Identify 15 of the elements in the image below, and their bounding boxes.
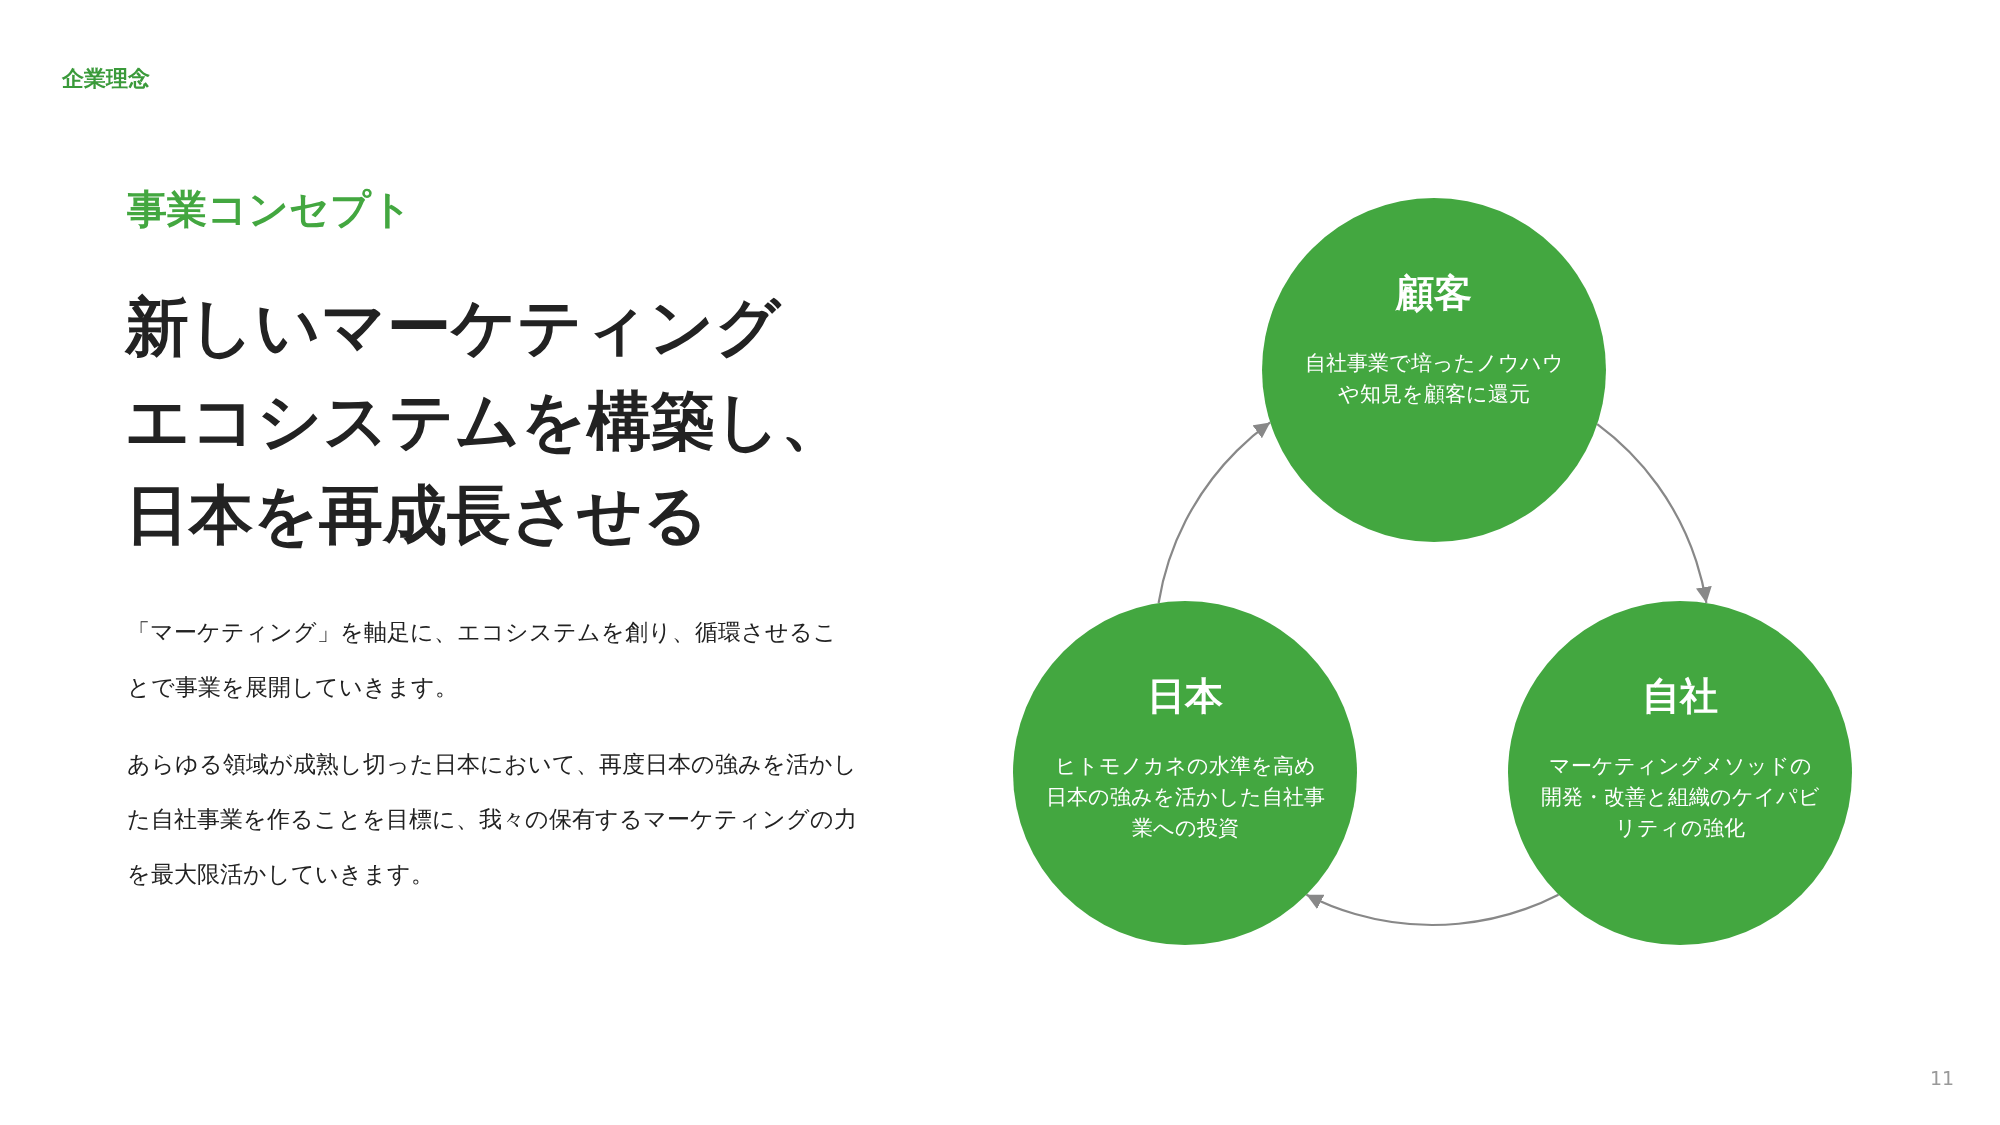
circle-heading: 日本 <box>1146 673 1224 720</box>
header-text: 企業理念 <box>62 65 150 93</box>
cycle-arrow <box>1306 893 1559 926</box>
body-paragraph: あらゆる領域が成熟し切った日本において、再度日本の強みを活かした自社事業を作ることを目標に、我々の保有するマーケティングの力を最大限活かしていきます。 <box>127 750 857 889</box>
circle-heading: 自社 <box>1641 673 1719 720</box>
page-number: 11 <box>1930 1067 1955 1089</box>
section-heading: 事業コンセプト <box>127 185 412 234</box>
cycle-arrow <box>1157 421 1271 604</box>
cycle-arrow <box>1596 423 1712 604</box>
body-paragraph: 「マーケティング」を軸足に、エコシステムを創り、循環させることで事業を展開していきます。 <box>127 618 838 702</box>
circle-description: 自社事業で培ったノウハウや知見を顧客に還元 <box>1303 350 1565 408</box>
circle-description: マーケティングメソッドの開発・改善と組織のケイパビリティの強化 <box>1540 753 1820 842</box>
circle-heading: 顧客 <box>1394 270 1473 317</box>
circle-description: ヒトモノカネの水準を高め日本の強みを活かした自社事業への投資 <box>1045 753 1325 842</box>
main-title: 新しいマーケティングエコシステムを構築し、日本を再成長させる <box>125 289 845 554</box>
